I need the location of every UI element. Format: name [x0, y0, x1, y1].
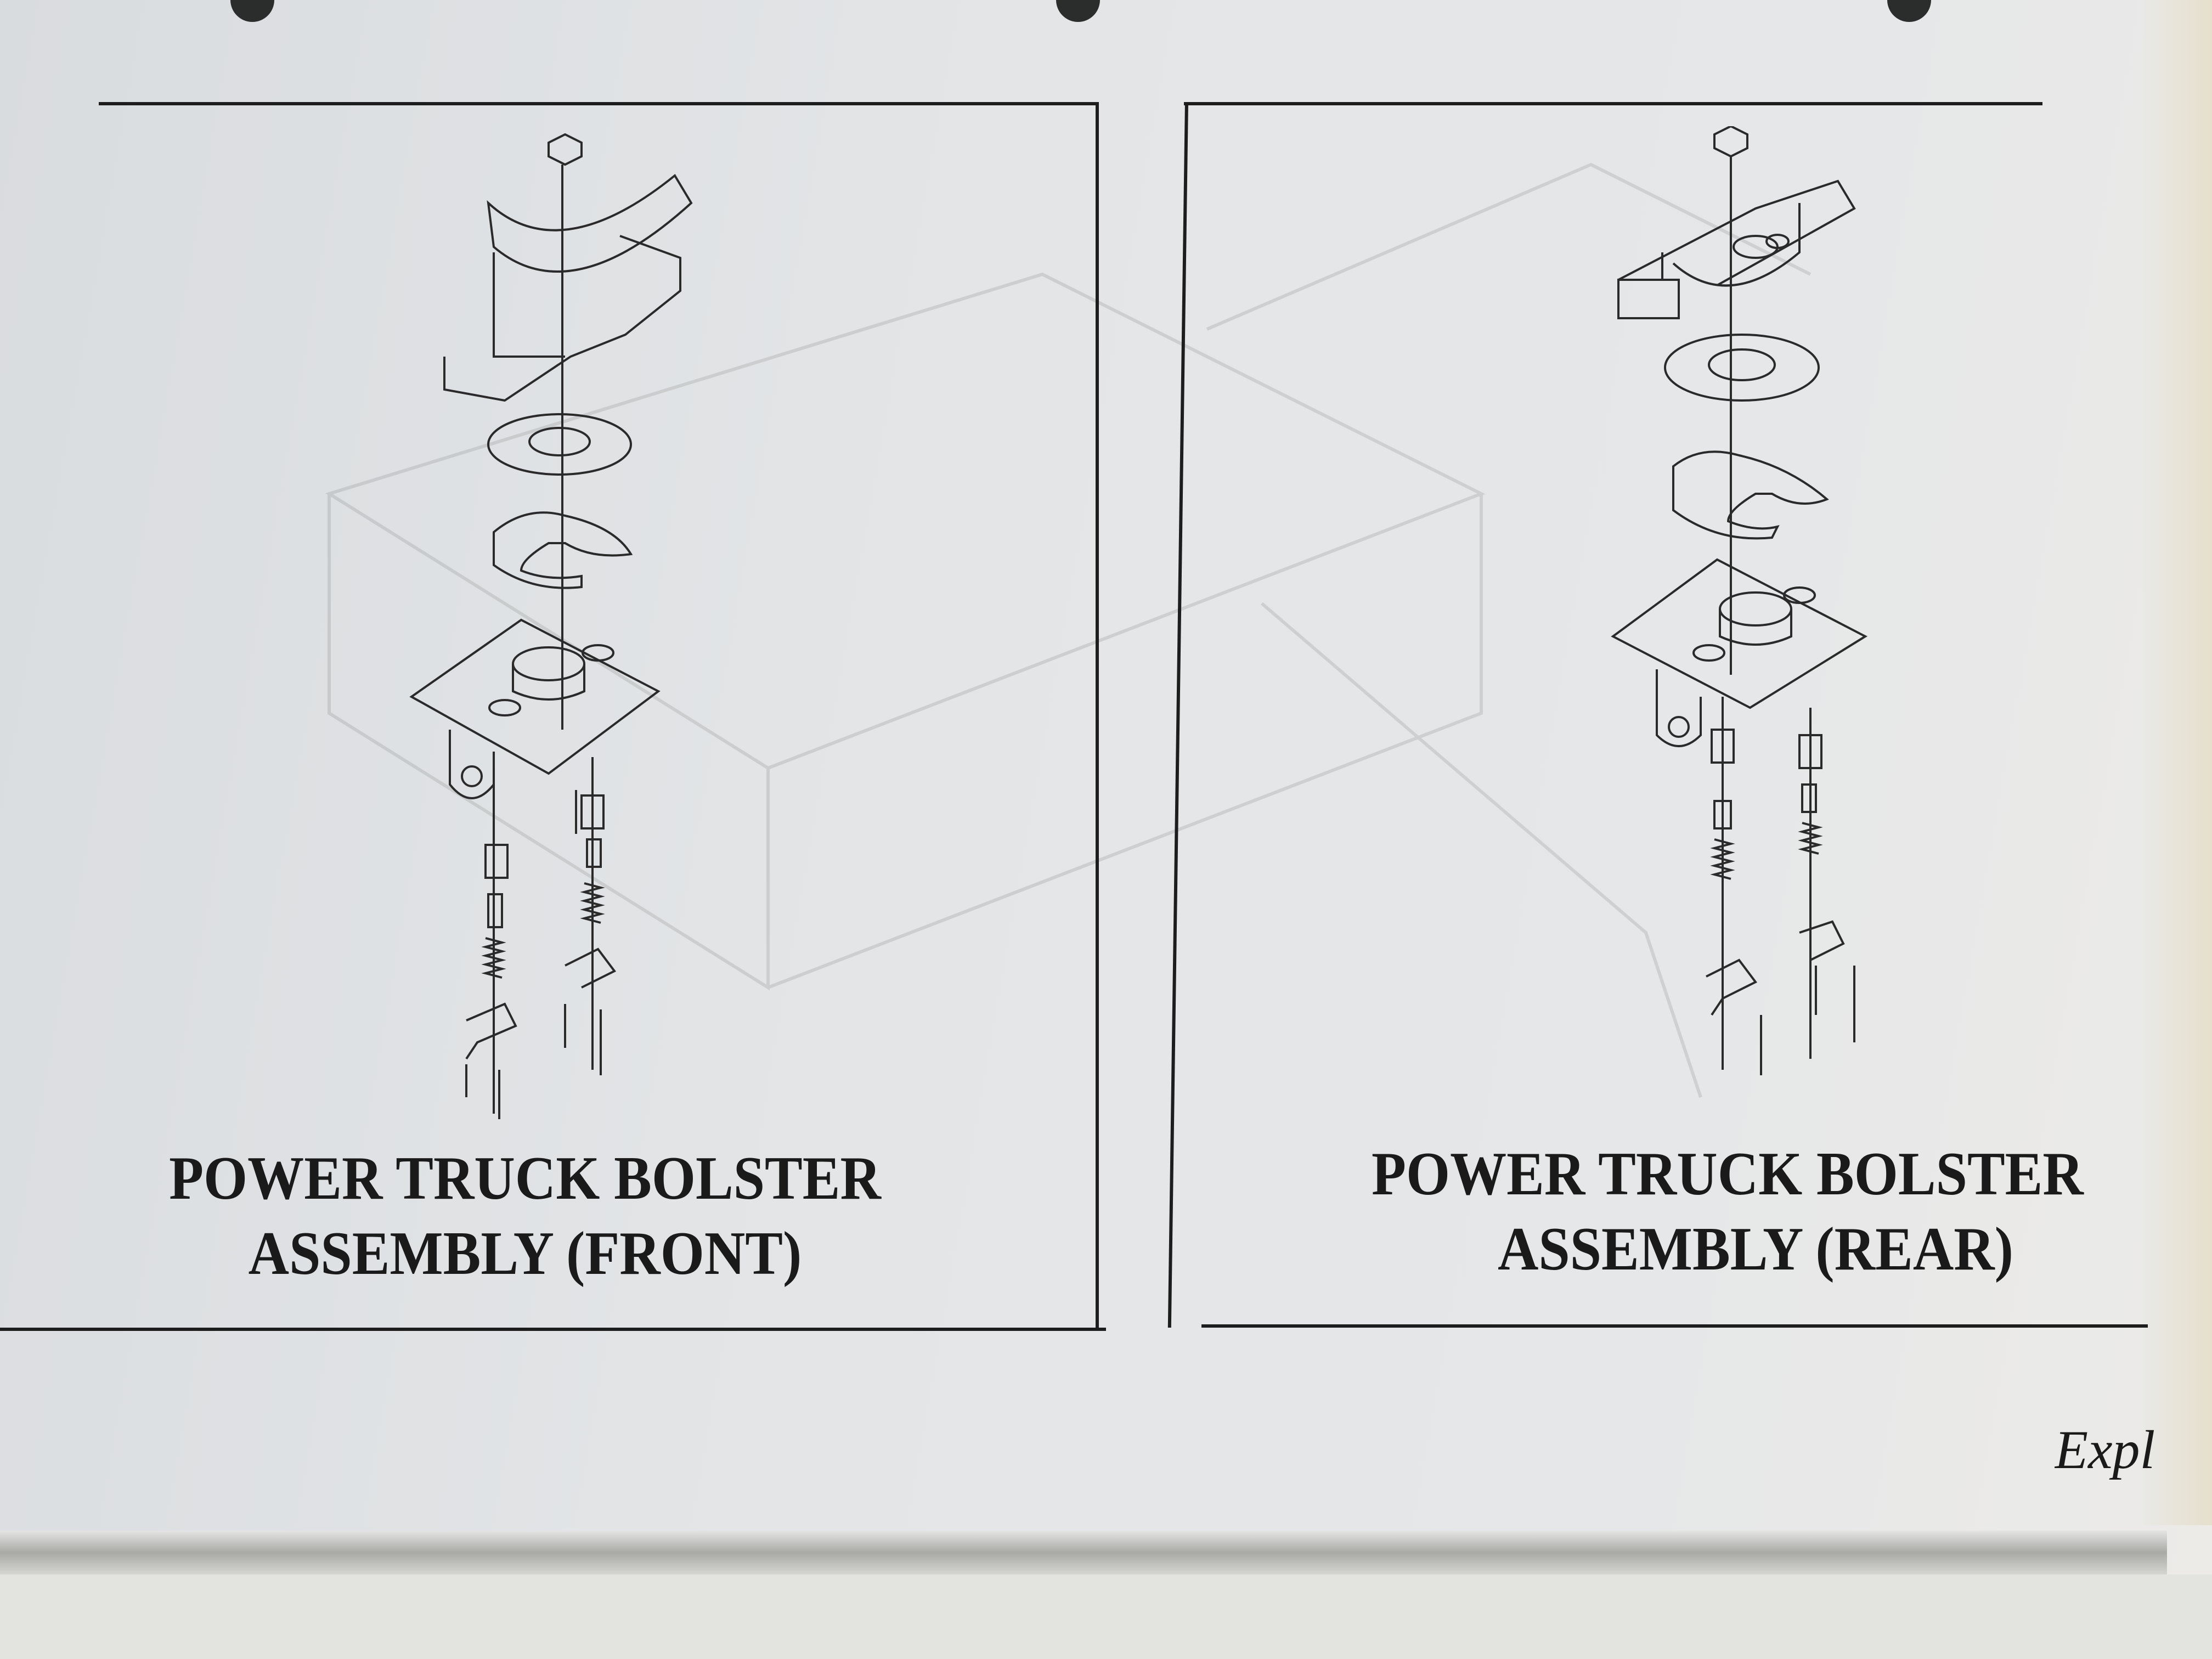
underlying-page: [0, 1575, 2212, 1659]
frame-bottom-rule: [0, 1328, 1106, 1331]
frame-top-rule: [1184, 102, 2042, 105]
frame-top-rule: [99, 102, 1098, 105]
page-shadow: [0, 1531, 2167, 1575]
footer-running-title: Explo: [2055, 1418, 2164, 1494]
figure-title-line1: POWER TRUCK BOLSTER: [169, 1144, 881, 1212]
exploded-diagram-rear: [1611, 126, 1868, 1075]
figure-title-line1: POWER TRUCK BOLSTER: [1372, 1140, 2084, 1208]
frame-bottom-rule: [1201, 1324, 2148, 1328]
frame-right-rule: [1096, 102, 1099, 1331]
figure-title-rear: POWER TRUCK BOLSTER ASSEMBLY (REAR): [1372, 1130, 2134, 1295]
footer-text: Explo: [2055, 1419, 2156, 1480]
exploded-diagram-front: [409, 133, 693, 1119]
figure-title-line2: ASSEMBLY (FRONT): [248, 1220, 802, 1288]
figure-title-line2: ASSEMBLY (REAR): [1498, 1215, 2013, 1283]
page-edge: [2142, 0, 2212, 1525]
